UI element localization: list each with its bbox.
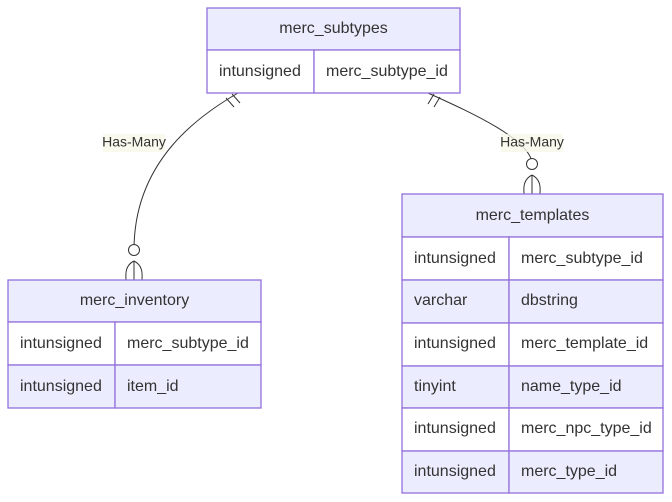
attribute-type-cell [401, 450, 510, 494]
one-marker [231, 93, 241, 104]
entity-title: merc_templates [476, 207, 590, 224]
attribute-name-cell [508, 450, 664, 494]
attribute-name: merc_npc_type_id [521, 420, 652, 437]
relationship-label: Has-Many [500, 134, 564, 150]
one-marker [433, 96, 441, 108]
relationship-line [133, 92, 239, 251]
attribute-name-cell [508, 236, 664, 281]
attribute-type: intunsigned [414, 420, 496, 437]
one-marker [225, 97, 235, 108]
attribute-type: tinyint [414, 378, 456, 395]
relationship-line [427, 92, 533, 165]
zero-marker [526, 158, 538, 170]
entity-title: merc_subtypes [279, 20, 388, 37]
attribute-name: item_id [127, 378, 179, 395]
relationship-subtypes-templates: Has-Many [427, 92, 564, 195]
entity-header [401, 193, 664, 238]
attribute-type: intunsigned [20, 335, 102, 352]
entity-merc-inventory: merc_inventory intunsigned merc_subtype_… [7, 279, 262, 409]
attribute-name-cell [114, 321, 262, 366]
entity-title: merc_inventory [80, 292, 189, 309]
attribute-type: intunsigned [20, 378, 102, 395]
attribute-name: name_type_id [521, 378, 622, 395]
crowfoot-marker [523, 174, 541, 195]
entity-header [206, 7, 461, 51]
attribute-type: varchar [414, 292, 468, 309]
attribute-name-cell [313, 49, 461, 94]
attribute-type-cell [401, 407, 510, 452]
attribute-name-cell [114, 364, 262, 409]
entity-header [7, 279, 262, 323]
zero-marker [128, 244, 140, 256]
attribute-type: intunsigned [219, 63, 301, 80]
attribute-type-cell [401, 279, 510, 324]
entity-merc-templates: merc_templates intunsigned merc_subtype_… [401, 193, 664, 494]
attribute-name: dbstring [521, 292, 578, 309]
crowfoot-marker [125, 260, 143, 281]
attribute-name: merc_subtype_id [521, 250, 643, 267]
attribute-name-cell [508, 279, 664, 324]
attribute-name: merc_template_id [521, 335, 648, 352]
attribute-name: merc_subtype_id [127, 335, 249, 352]
attribute-type: intunsigned [414, 463, 496, 480]
attribute-name: merc_subtype_id [326, 63, 448, 80]
entity-merc-subtypes: merc_subtypes intunsigned merc_subtype_i… [206, 7, 461, 94]
relationship-label-bg [103, 134, 165, 152]
one-marker [427, 93, 435, 105]
attribute-type: intunsigned [414, 335, 496, 352]
relationship-subtypes-inventory: Has-Many [102, 92, 241, 281]
relationship-label: Has-Many [102, 134, 166, 150]
attribute-type: intunsigned [414, 250, 496, 267]
attribute-name-cell [508, 407, 664, 452]
relationship-label-bg [501, 134, 563, 152]
attribute-type-cell [7, 364, 116, 409]
attribute-name: merc_type_id [521, 463, 617, 480]
